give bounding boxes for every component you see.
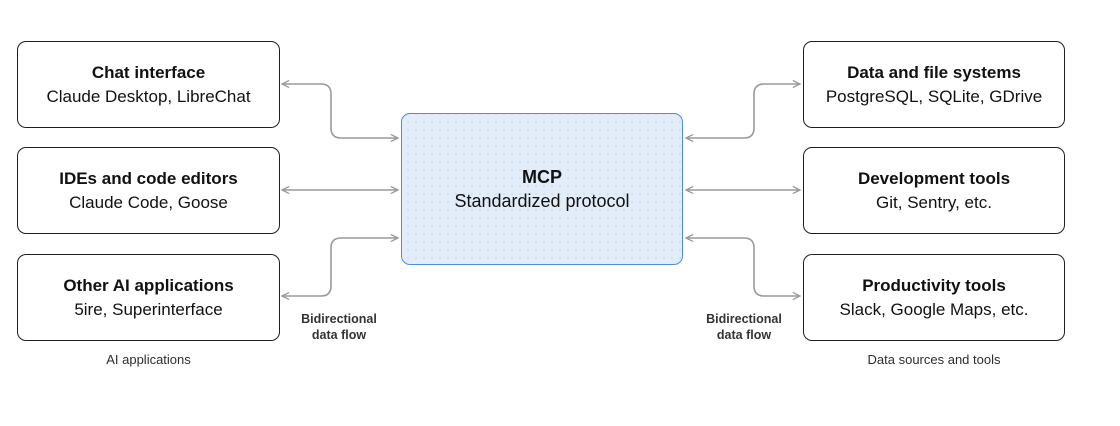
node-title: Other AI applications xyxy=(63,275,234,295)
connector-mcp-to-datafiles xyxy=(686,84,800,138)
node-chat-interface: Chat interface Claude Desktop, LibreChat xyxy=(17,41,280,128)
node-productivity-tools: Productivity tools Slack, Google Maps, e… xyxy=(803,254,1065,341)
connector-chat-to-mcp xyxy=(282,84,398,138)
node-subtitle: Claude Code, Goose xyxy=(69,192,228,212)
connector-otherai-to-mcp xyxy=(282,238,398,296)
node-title: Productivity tools xyxy=(862,275,1006,295)
node-subtitle: Git, Sentry, etc. xyxy=(876,192,992,212)
node-mcp: MCP Standardized protocol xyxy=(401,113,683,265)
node-other-ai-applications: Other AI applications 5ire, Superinterfa… xyxy=(17,254,280,341)
bidirectional-data-flow-label-right: Bidirectional data flow xyxy=(706,312,782,342)
right-column-caption: Data sources and tools xyxy=(867,352,1001,367)
node-subtitle: Claude Desktop, LibreChat xyxy=(46,86,251,106)
node-subtitle: PostgreSQL, SQLite, GDrive xyxy=(825,86,1043,106)
left-column-caption: AI applications xyxy=(106,352,191,367)
connector-mcp-to-productivity xyxy=(686,238,800,296)
node-title: Data and file systems xyxy=(847,62,1021,82)
node-title: IDEs and code editors xyxy=(59,168,238,188)
node-subtitle: Slack, Google Maps, etc. xyxy=(839,299,1029,319)
bidirectional-data-flow-label-left: Bidirectional data flow xyxy=(301,312,377,342)
node-title: Development tools xyxy=(857,168,1011,188)
node-subtitle: 5ire, Superinterface xyxy=(74,299,223,319)
node-ides-code-editors: IDEs and code editors Claude Code, Goose xyxy=(17,147,280,234)
node-title: MCP xyxy=(522,167,562,187)
node-data-file-systems: Data and file systems PostgreSQL, SQLite… xyxy=(803,41,1065,128)
node-title: Chat interface xyxy=(91,62,206,82)
node-subtitle: Standardized protocol xyxy=(454,191,630,211)
node-development-tools: Development tools Git, Sentry, etc. xyxy=(803,147,1065,234)
